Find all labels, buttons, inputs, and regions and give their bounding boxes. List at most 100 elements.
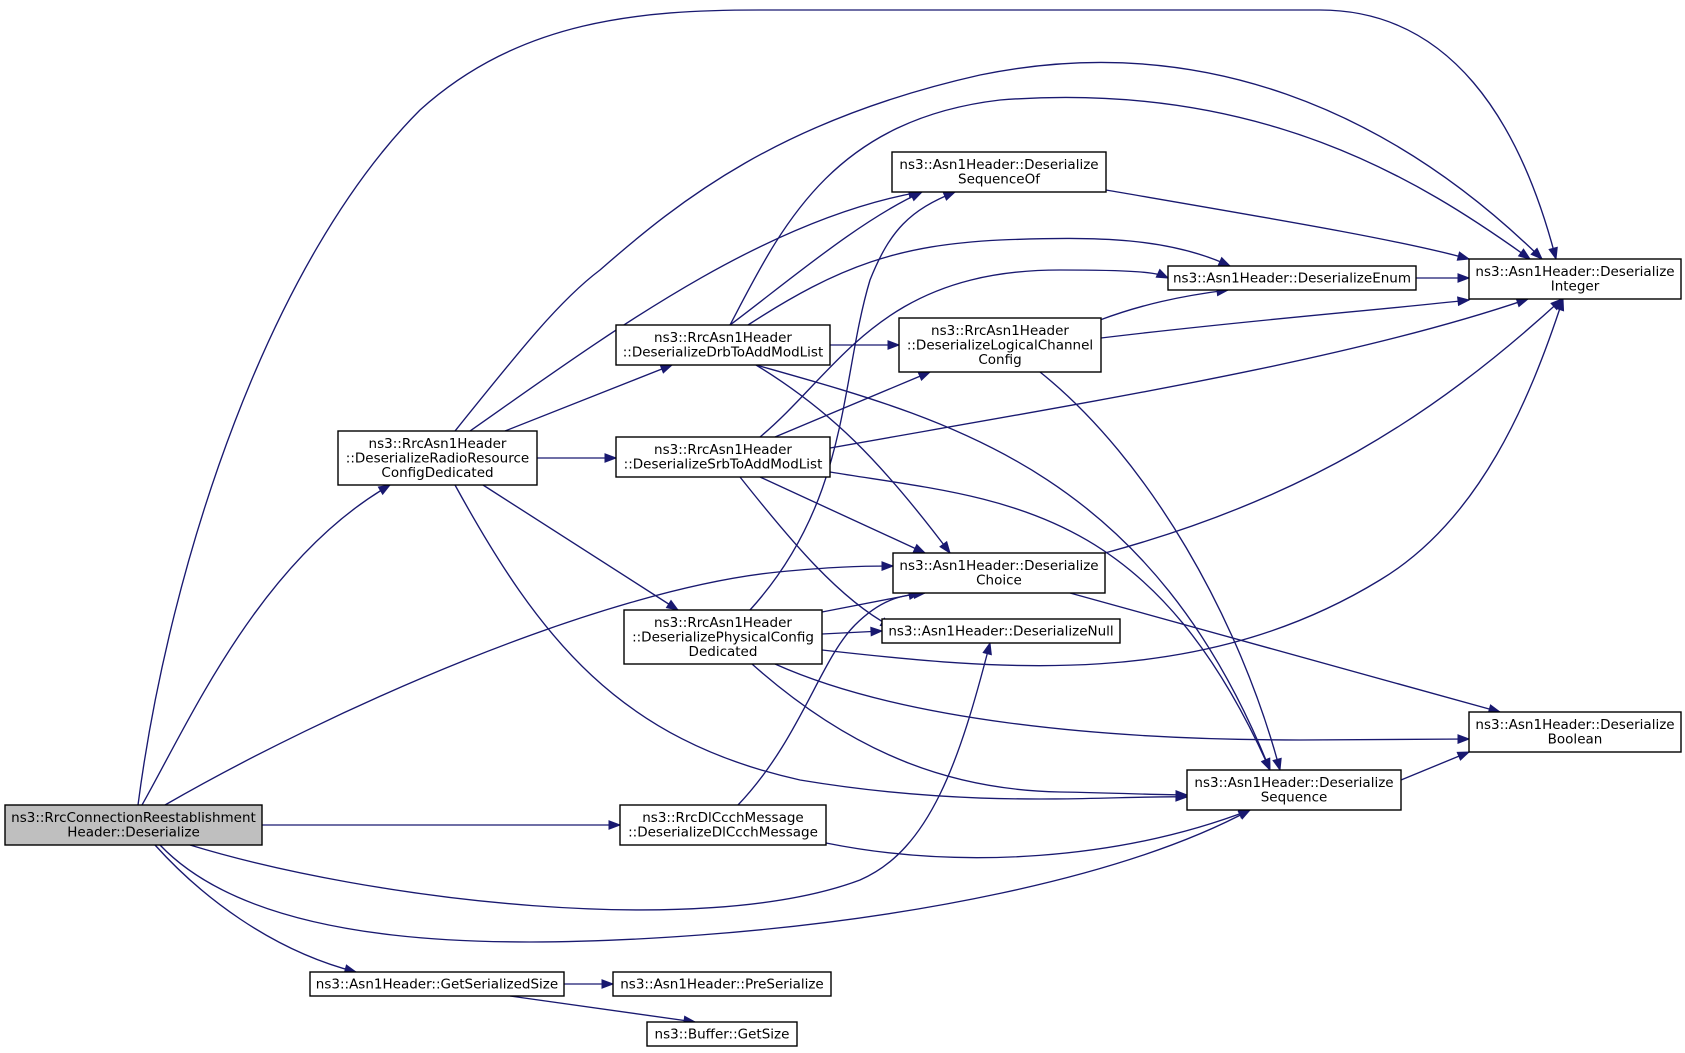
edge-dlccch-to-seq: [825, 809, 1251, 859]
edge-root-to-radio: [141, 484, 391, 806]
node-dlccch-box[interactable]: [619, 804, 827, 846]
edge-root-to-dlccch-arrowhead: [608, 820, 622, 830]
edge-root-to-choice-arrowhead: [881, 561, 895, 571]
edge-radio-to-srb-arrowhead: [604, 453, 618, 463]
node-label: ns3::Asn1Header::GetSerializedSize: [316, 976, 558, 992]
edge-logch-to-enum: [1099, 289, 1229, 321]
edge-drb-to-enum: [747, 237, 1231, 326]
edge-phys-to-seqof-arrowhead: [942, 191, 957, 201]
edge-seq-to-boolean: [1400, 751, 1470, 781]
edge-srb-to-choice: [759, 476, 926, 554]
node-label: ns3::Asn1Header::Deserialize: [899, 157, 1098, 173]
edges-layer: [137, 9, 1565, 1026]
node-label: ::DeserializeDlCcchMessage: [628, 825, 818, 841]
node-label: ns3::RrcDlCcchMessage: [642, 810, 803, 826]
edge-srb-to-integer-arrowhead: [1515, 298, 1530, 308]
node-label: Boolean: [1548, 732, 1603, 748]
node-dlccch[interactable]: ns3::RrcDlCcchMessage::DeserializeDlCcch…: [619, 804, 827, 846]
edge-drb-to-logch-arrowhead: [887, 340, 901, 350]
node-label: ns3::Asn1Header::DeserializeEnum: [1173, 270, 1411, 286]
node-preser[interactable]: ns3::Asn1Header::PreSerialize: [612, 971, 832, 997]
node-label: ::DeserializeLogicalChannel: [907, 337, 1093, 353]
edge-getsize-to-preser-arrowhead: [601, 979, 615, 989]
edge-drb-to-choice-arrowhead: [939, 540, 951, 555]
node-null-box[interactable]: [881, 618, 1121, 644]
node-srb-box[interactable]: [615, 436, 831, 478]
node-label: ns3::RrcConnectionReestablishment: [11, 810, 256, 826]
edge-choice-to-integer: [1104, 298, 1563, 554]
edge-drb-to-seqof-arrowhead: [909, 191, 924, 202]
edge-srb-to-choice-arrowhead: [912, 543, 927, 554]
edge-logch-to-integer-arrowhead: [1457, 296, 1471, 307]
edge-srb-to-seq: [829, 471, 1271, 771]
edge-radio-to-integer: [454, 61, 1543, 432]
node-label: Choice: [976, 573, 1022, 589]
node-label: ns3::Buffer::GetSize: [655, 1026, 790, 1042]
edge-srb-to-enum: [759, 269, 1169, 438]
edge-radio-to-phys: [482, 484, 679, 611]
node-getsize-box[interactable]: [309, 971, 565, 997]
node-bufsize[interactable]: ns3::Buffer::GetSize: [646, 1021, 798, 1047]
edge-drb-to-seq: [755, 364, 1271, 771]
node-label: ns3::RrcAsn1Header: [369, 436, 507, 452]
node-root-box[interactable]: [4, 804, 263, 846]
node-root[interactable]: ns3::RrcConnectionReestablishmentHeader:…: [4, 804, 263, 846]
node-seq-box[interactable]: [1186, 769, 1402, 811]
node-seqof-box[interactable]: [891, 151, 1107, 193]
edge-radio-to-drb-arrowhead: [659, 364, 674, 374]
node-radio-box[interactable]: [337, 430, 538, 486]
node-enum-box[interactable]: [1167, 265, 1417, 291]
node-enum[interactable]: ns3::Asn1Header::DeserializeEnum: [1167, 265, 1417, 291]
edge-radio-to-phys-arrowhead: [665, 599, 680, 611]
edge-seq-to-boolean-arrowhead: [1456, 751, 1471, 761]
node-choice-box[interactable]: [892, 552, 1106, 594]
edge-drb-to-integer-arrowhead: [1517, 248, 1532, 260]
node-phys-box[interactable]: [623, 609, 823, 665]
edge-root-to-null-arrowhead: [982, 641, 992, 656]
node-boolean-box[interactable]: [1468, 711, 1682, 753]
node-label: ::DeserializePhysicalConfig: [632, 629, 814, 645]
node-logch-box[interactable]: [898, 317, 1102, 373]
node-getsize[interactable]: ns3::Asn1Header::GetSerializedSize: [309, 971, 565, 997]
node-label: ::DeserializeRadioResource: [346, 450, 529, 466]
node-label: ns3::Asn1Header::Deserialize: [1475, 717, 1674, 733]
edge-seqof-to-integer-arrowhead: [1456, 251, 1471, 261]
node-drb[interactable]: ns3::RrcAsn1Header::DeserializeDrbToAddM…: [615, 324, 831, 366]
edge-root-to-integer: [137, 9, 1557, 806]
node-drb-box[interactable]: [615, 324, 831, 366]
edge-radio-to-seq: [454, 484, 1188, 800]
node-null[interactable]: ns3::Asn1Header::DeserializeNull: [881, 618, 1121, 644]
node-radio[interactable]: ns3::RrcAsn1Header::DeserializeRadioReso…: [337, 430, 538, 486]
node-label: ns3::RrcAsn1Header: [654, 442, 792, 458]
node-label: ns3::RrcAsn1Header: [931, 323, 1069, 339]
node-label: ::DeserializeDrbToAddModList: [623, 345, 824, 361]
edge-phys-to-seq-arrowhead: [1175, 790, 1189, 800]
node-bufsize-box[interactable]: [646, 1021, 798, 1047]
edge-srb-to-logch-arrowhead: [917, 371, 932, 381]
edge-srb-to-enum-arrowhead: [1155, 268, 1170, 279]
edge-phys-to-null-arrowhead: [870, 626, 884, 637]
edge-root-to-choice: [164, 565, 894, 806]
node-preser-box[interactable]: [612, 971, 832, 997]
edge-radio-to-drb: [504, 364, 673, 432]
edge-drb-to-integer: [729, 96, 1531, 326]
edge-dlccch-to-choice: [737, 592, 926, 806]
edge-srb-to-null: [739, 476, 893, 628]
node-phys[interactable]: ns3::RrcAsn1Header::DeserializePhysicalC…: [623, 609, 823, 665]
edge-srb-to-integer: [829, 298, 1529, 449]
node-srb[interactable]: ns3::RrcAsn1Header::DeserializeSrbToAddM…: [615, 436, 831, 478]
node-label: SequenceOf: [958, 172, 1041, 188]
edge-phys-to-boolean-arrowhead: [1457, 734, 1471, 744]
edge-enum-to-integer-arrowhead: [1457, 273, 1471, 283]
node-label: Config: [978, 352, 1021, 368]
node-integer-box[interactable]: [1468, 258, 1682, 300]
node-logch[interactable]: ns3::RrcAsn1Header::DeserializeLogicalCh…: [898, 317, 1102, 373]
edge-srb-to-logch: [774, 371, 931, 438]
edge-logch-to-seq-arrowhead: [1272, 757, 1282, 772]
